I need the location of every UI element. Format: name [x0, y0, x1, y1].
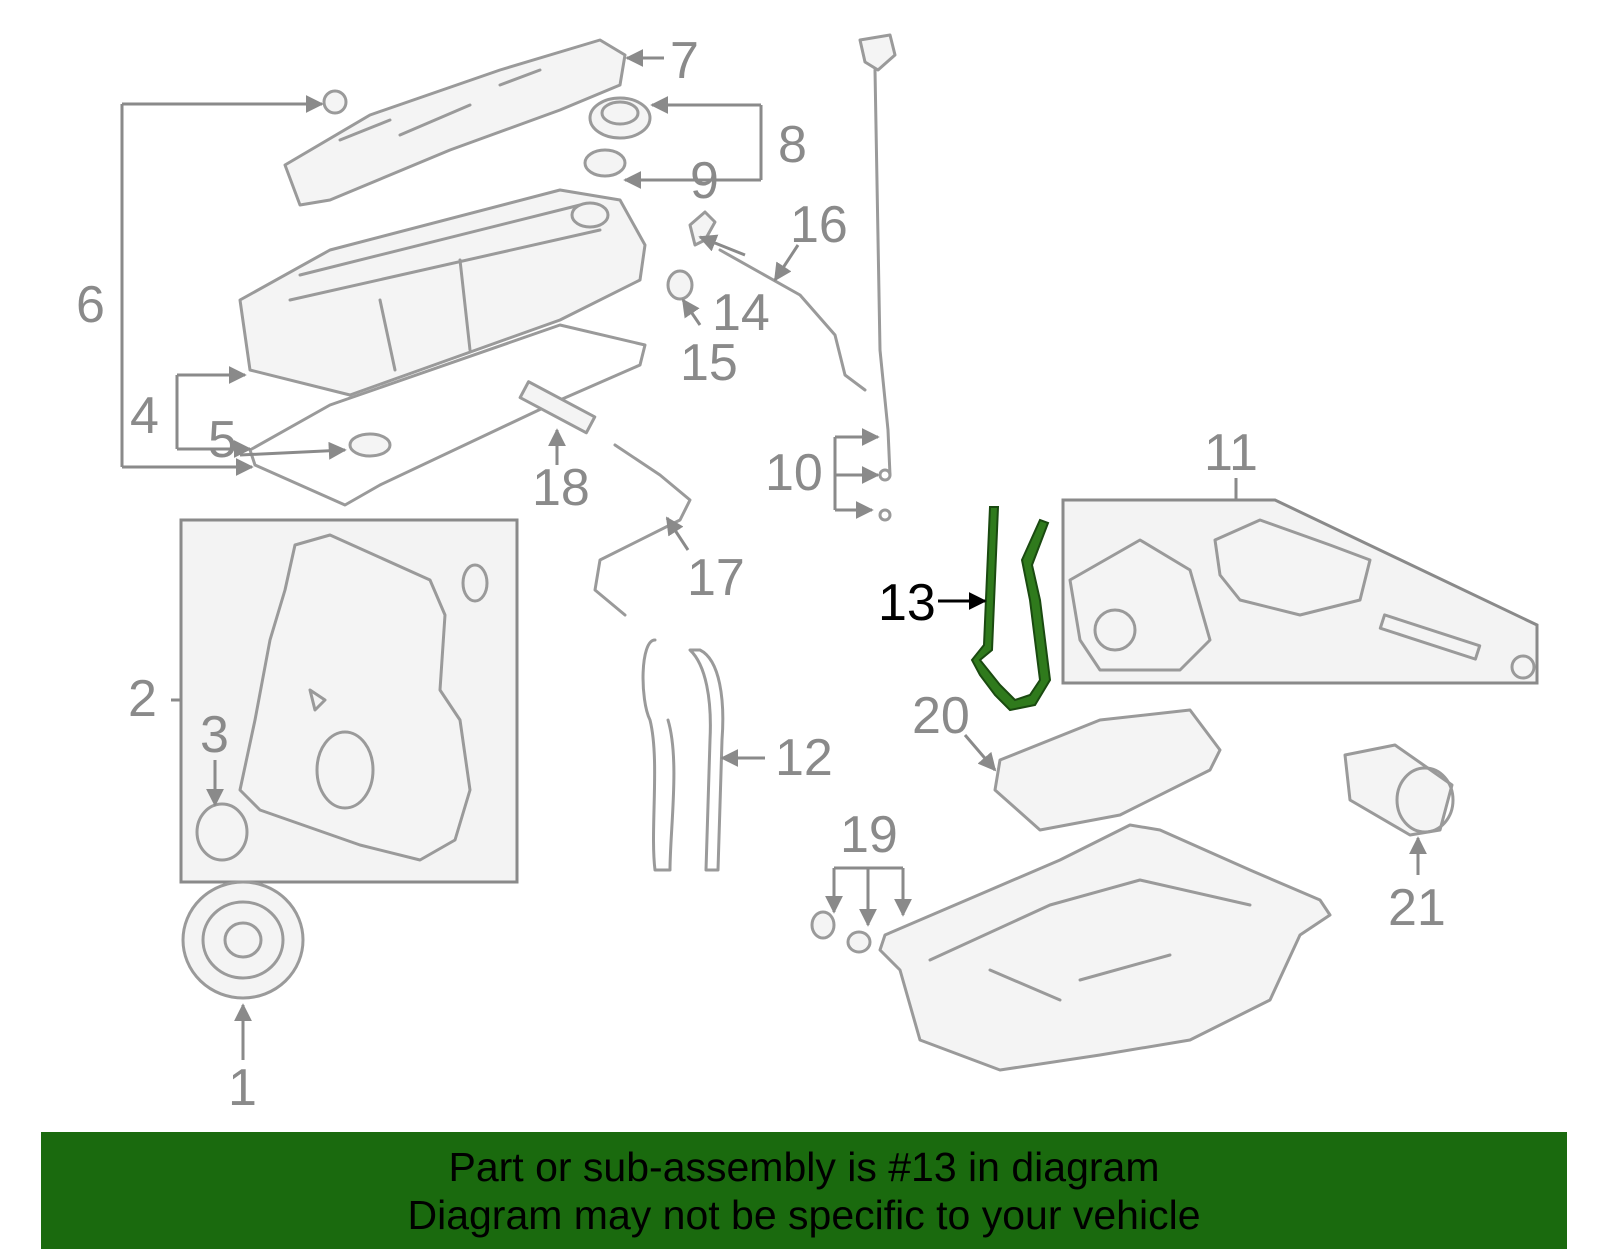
- oil-filler-cap-part: [588, 96, 652, 140]
- callout-17: 17: [687, 549, 745, 607]
- chain-guide-13-part: [970, 506, 1052, 712]
- callout-12: 12: [775, 729, 833, 787]
- callout-5: 5: [208, 411, 237, 469]
- banner-line-2: Diagram may not be specific to your vehi…: [407, 1192, 1201, 1238]
- oil-seal-3-part: [195, 802, 249, 862]
- callout-19: 19: [840, 806, 898, 864]
- callout-10: 10: [765, 444, 823, 502]
- banner-line-1: Part or sub-assembly is #13 in diagram: [448, 1144, 1160, 1190]
- oil-filter-part: [1343, 743, 1455, 837]
- callout-6: 6: [76, 276, 105, 334]
- callout-2: 2: [128, 670, 157, 728]
- callout-14: 14: [712, 284, 770, 342]
- drain-bolt-part: [810, 910, 836, 940]
- timing-cover-part: [238, 533, 472, 862]
- valve-cover-gasket-part: [248, 323, 647, 507]
- grommet-15-part: [666, 269, 694, 301]
- baffle-plate-part: [993, 708, 1222, 832]
- washer-part: [846, 930, 872, 954]
- engine-cover-part: [283, 38, 627, 207]
- callout-16: 16: [790, 196, 848, 254]
- callout-15: 15: [680, 334, 738, 392]
- callout-8: 8: [778, 116, 807, 174]
- valve-cover-part: [238, 188, 647, 397]
- oil-pan-part: [878, 823, 1332, 1072]
- crankshaft-pulley-part: [181, 880, 305, 1000]
- callout-11: 11: [1204, 424, 1258, 482]
- o-ring-part: [461, 563, 489, 603]
- timing-chain-part: [641, 638, 725, 872]
- callout-3: 3: [200, 706, 229, 764]
- grommet-part: [322, 89, 348, 115]
- callout-1: 1: [228, 1059, 257, 1117]
- callout-4: 4: [130, 387, 159, 445]
- callout-9: 9: [690, 152, 719, 210]
- callout-21: 21: [1388, 879, 1446, 937]
- leader-lines: [120, 49, 1427, 1060]
- breather-hose-part: [718, 248, 867, 392]
- callout-7: 7: [670, 32, 699, 90]
- oil-pump-part: [1068, 518, 1536, 680]
- callout-20: 20: [912, 687, 970, 745]
- callout-18: 18: [532, 459, 590, 517]
- spark-plug-seal-part: [348, 432, 392, 458]
- dipstick-part: [858, 33, 897, 522]
- pipe-18-part: [518, 380, 597, 435]
- callout-13: 13: [878, 574, 936, 632]
- pcv-valve-part: [688, 210, 717, 247]
- info-banner: Part or sub-assembly is #13 in diagram D…: [41, 1132, 1567, 1249]
- cap-seal-part: [583, 148, 627, 178]
